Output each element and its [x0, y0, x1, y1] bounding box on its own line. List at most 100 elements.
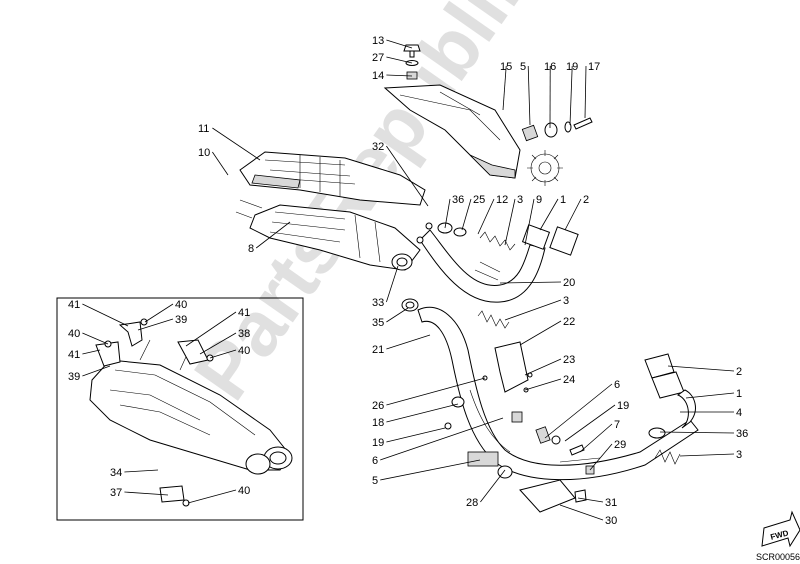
part-number: 39: [68, 371, 80, 383]
leader-line: [444, 198, 451, 229]
part-number: 3: [563, 295, 569, 307]
part-number: 29: [614, 439, 626, 451]
callout-c11: 11: [198, 123, 261, 161]
leader-line: [209, 349, 237, 359]
leader-line: [386, 377, 486, 406]
part-number: 34: [110, 467, 122, 479]
leader-line: [199, 332, 237, 355]
part-number: 21: [372, 344, 384, 356]
callout-c16: 16: [544, 61, 556, 129]
leader-line: [524, 378, 562, 391]
callout-c19b: 19: [372, 427, 446, 449]
callout-c6a: 6: [372, 417, 504, 467]
part-number: 27: [372, 52, 384, 64]
part-number: 3: [517, 194, 523, 206]
leader-line: [82, 365, 111, 377]
leader-line: [386, 74, 413, 77]
leader-line: [82, 332, 109, 345]
leader-line: [255, 221, 291, 249]
part-number: 9: [536, 194, 542, 206]
callout-c15: 15: [500, 61, 512, 111]
watermark: PartsRepublik: [177, 0, 550, 415]
callout-c5a: 5: [520, 61, 531, 126]
bracket-22: [494, 341, 529, 393]
part-number: 4: [736, 407, 742, 419]
leader-line: [137, 318, 174, 331]
leader-line: [667, 365, 735, 372]
drawing-code: SCR00056: [756, 552, 800, 562]
leader-line: [584, 65, 587, 119]
callout-c37: 37: [110, 487, 169, 499]
rear-fasteners: [521, 117, 593, 142]
callout-c40a: 40: [144, 299, 187, 323]
callout-c28: 28: [466, 469, 506, 509]
part-number: 33: [372, 297, 384, 309]
leader-line: [564, 198, 582, 231]
leader-line: [527, 65, 531, 126]
part-number: 14: [372, 70, 384, 82]
upper-silencer-cover: [239, 151, 426, 206]
callout-c40d: 40: [187, 485, 250, 504]
callout-c32: 32: [372, 141, 429, 207]
callout-c6b: 6: [544, 379, 620, 439]
part-number: 39: [175, 314, 187, 326]
callout-c14: 14: [372, 70, 413, 82]
part-number: 5: [520, 61, 526, 73]
callout-c8: 8: [248, 221, 291, 255]
part-number: 1: [736, 388, 742, 400]
callout-c35: 35: [372, 307, 409, 329]
inset-brackets: [95, 318, 214, 507]
callout-c3b: 3: [504, 295, 569, 321]
leader-line: [685, 392, 735, 399]
part-number: 41: [238, 307, 250, 319]
part-number: 23: [563, 354, 575, 366]
callout-c40c: 40: [209, 345, 250, 359]
callout-c26: 26: [372, 377, 486, 412]
leader-line: [212, 151, 229, 176]
callout-c1b: 1: [685, 388, 742, 400]
part-number: 8: [248, 243, 254, 255]
leader-line: [559, 504, 604, 521]
callout-c41c: 41: [68, 349, 101, 361]
part-number: 18: [372, 417, 384, 429]
leader-line: [461, 198, 472, 231]
part-number: 2: [736, 366, 742, 378]
callout-c21: 21: [372, 334, 431, 356]
leader-line: [212, 127, 261, 161]
leader-line: [124, 491, 169, 496]
callout-c19c: 19: [564, 400, 629, 442]
leader-line: [386, 307, 409, 323]
part-number: 36: [452, 194, 464, 206]
part-number: 3: [736, 449, 742, 461]
part-number: 12: [496, 194, 508, 206]
callout-c27: 27: [372, 52, 413, 64]
leader-line: [577, 497, 604, 503]
part-number: 31: [605, 497, 617, 509]
part-number: 20: [563, 277, 575, 289]
silencer-body: [235, 199, 421, 271]
leader-line: [524, 198, 535, 246]
part-number: 19: [566, 61, 578, 73]
leader-line: [569, 65, 573, 126]
leader-line: [380, 459, 481, 481]
callout-c19a: 19: [566, 61, 578, 126]
gasket-35-inner: [405, 301, 415, 309]
callout-c41a: 41: [68, 299, 129, 327]
callout-c13: 13: [372, 35, 413, 49]
callout-c7: 7: [579, 419, 620, 453]
part-number: 6: [372, 455, 378, 467]
leader-line: [499, 281, 562, 284]
lower-header-pipe: [417, 306, 699, 481]
leader-line: [524, 358, 562, 376]
part-number: 40: [238, 345, 250, 357]
callout-c40b: 40: [68, 328, 109, 345]
part-number: 6: [614, 379, 620, 391]
leader-line: [564, 404, 616, 442]
callout-c22: 22: [519, 316, 575, 346]
part-number: 25: [473, 194, 485, 206]
leader-line: [544, 383, 613, 439]
part-number: 13: [372, 35, 384, 47]
callout-c30: 30: [559, 504, 617, 527]
callout-c34: 34: [110, 467, 159, 479]
leader-line: [187, 489, 237, 504]
